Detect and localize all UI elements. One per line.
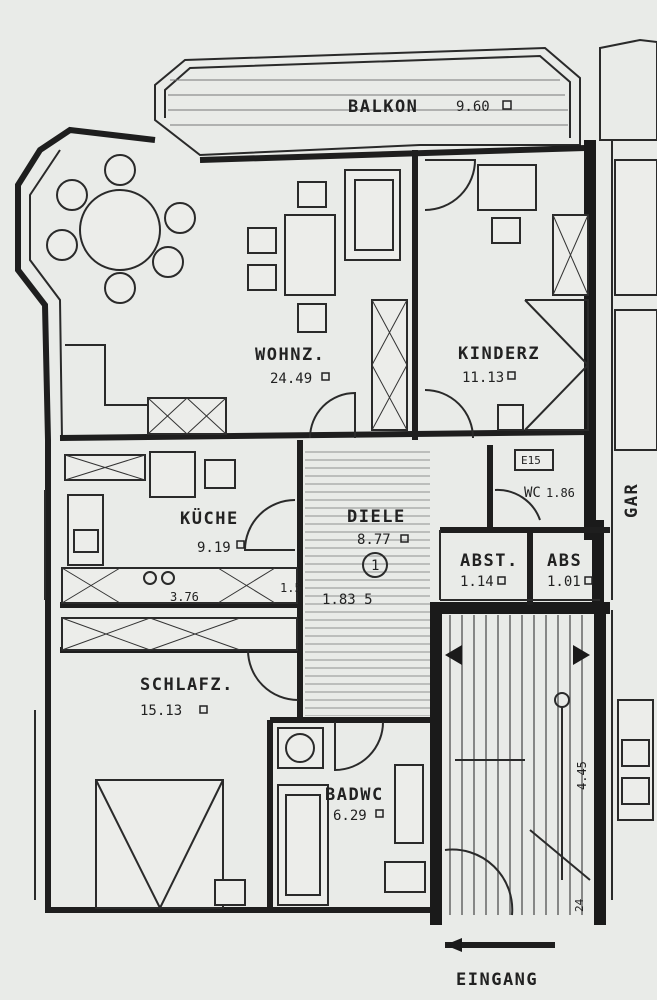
neighbour-unit [614, 159, 657, 821]
room-area-abst: 1.14 [460, 574, 494, 590]
dimension-kueche: 3.76 [170, 590, 199, 604]
area-unit-wohnz [321, 372, 330, 381]
area-unit-schlafz [199, 705, 208, 714]
room-name-abs: ABS [547, 551, 582, 571]
stair-small-dimension: 24 [573, 898, 586, 912]
room-area-kinderz: 11.13 [462, 370, 504, 386]
room-name-abst: ABST. [460, 551, 519, 571]
stair-dimension: 4.45 [575, 761, 589, 790]
outer-walls [15, 126, 613, 925]
room-area-diele: 8.77 [357, 532, 391, 548]
bathroom-fixtures [277, 721, 426, 906]
bedroom-furniture [95, 649, 299, 911]
area-unit-kinderz [507, 371, 516, 380]
diele-floor [305, 448, 430, 716]
area-unit-diele [400, 534, 409, 543]
garage-label: GAR [622, 483, 642, 518]
entrance-arrow [445, 938, 555, 952]
room-name-badwc: BADWC [325, 785, 384, 805]
marker-circle [362, 552, 388, 578]
area-unit-balkon [502, 100, 512, 110]
dining-table [46, 154, 196, 304]
balcony [154, 38, 657, 157]
entrance-label: EINGANG [456, 970, 538, 990]
dimension-kueche-side: 1.5 [280, 581, 302, 595]
room-name-schlafz: SCHLAFZ. [140, 675, 234, 695]
wc-storage [439, 449, 600, 601]
room-area-kueche: 9.19 [197, 540, 231, 556]
kitchen-furniture [61, 451, 298, 651]
wc-sign: E15 [521, 454, 541, 467]
room-name-wc: WC [524, 485, 541, 501]
staircase [442, 615, 592, 916]
area-unit-abst [497, 576, 506, 585]
living-furniture [65, 169, 408, 439]
marker-label: 1 [371, 558, 379, 574]
room-name-wohnz: WOHNZ. [255, 345, 325, 365]
room-area-badwc: 6.29 [333, 808, 367, 824]
room-area-abs: 1.01 [547, 574, 581, 590]
room-area-wohnz: 24.49 [270, 371, 312, 387]
room-name-kueche: KÜCHE [180, 507, 239, 529]
kinderz-furniture [424, 159, 590, 439]
room-name-kinderz: KINDERZ [458, 344, 540, 364]
dimension-diele: 1.83 5 [322, 592, 373, 608]
room-area-balkon: 9.60 [456, 99, 490, 115]
area-unit-abs [584, 576, 593, 585]
room-area-schlafz: 15.13 [140, 703, 182, 719]
room-name-diele: DIELE [347, 507, 406, 527]
room-name-balkon: BALKON [348, 97, 418, 117]
room-area-wc: 1.86 [546, 486, 575, 500]
area-unit-kueche [236, 540, 245, 549]
area-unit-badwc [375, 809, 384, 818]
